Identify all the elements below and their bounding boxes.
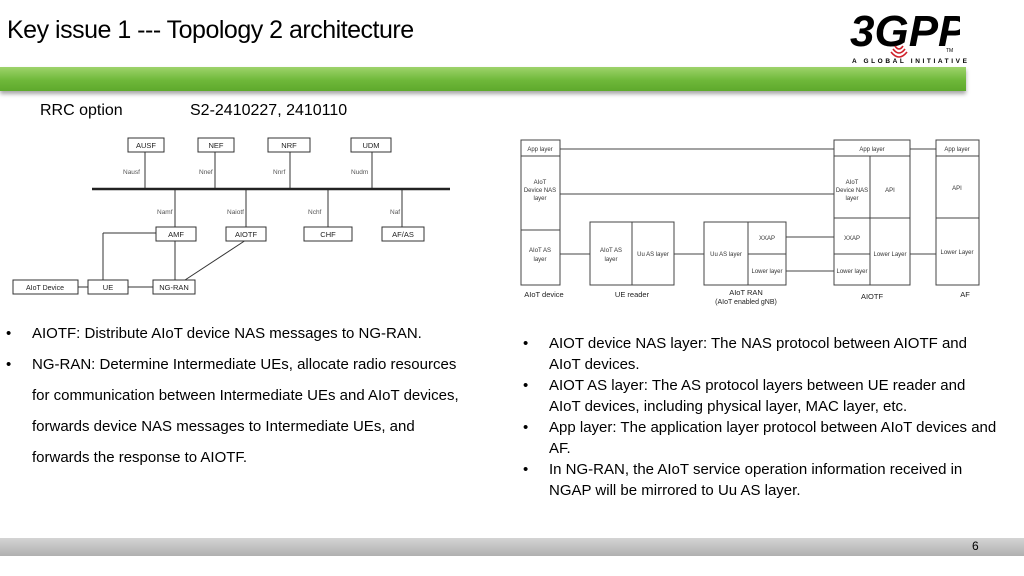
ue-uu-as-layer: Uu AS layer (637, 252, 669, 258)
aiotf-xxap: XXAP (844, 236, 860, 242)
bullet-aiot-as-layer: AIOT AS layer: The AS protocol layers be… (520, 375, 1000, 417)
dev-nas-line1: AIoT (534, 180, 547, 186)
dev-app-layer: App layer (527, 147, 552, 153)
dev-as-line2: layer (533, 257, 546, 263)
aiotf-nas-line3: layer (845, 196, 858, 202)
sbi-naiotf: Naiotf (227, 209, 244, 216)
dev-nas-line3: layer (533, 196, 546, 202)
page-number: 6 (972, 539, 979, 553)
bullet-ng-ran: NG-RAN: Determine Intermediate UEs, allo… (6, 349, 466, 473)
node-aiot-device: AIoT Device (26, 285, 64, 292)
title-accent-bar (0, 67, 966, 91)
bullet-ng-ran-mirroring: In NG-RAN, the AIoT service operation in… (520, 459, 1000, 501)
sbi-nnrf: Nnrf (273, 169, 285, 176)
label-aiotf: AIOTF (861, 292, 884, 301)
aiotf-lower-layer-cap: Lower Layer (873, 252, 906, 258)
logo-tagline: A GLOBAL INITIATIVE (852, 58, 970, 65)
node-ue: UE (103, 283, 113, 292)
ran-uu-as-layer: Uu AS layer (710, 252, 742, 258)
nf-chf: CHF (320, 230, 336, 239)
footer-bar (0, 538, 1024, 556)
aiotf-lower-layer: Lower layer (836, 269, 867, 275)
left-bullet-list: AIOTF: Distribute AIoT device NAS messag… (6, 318, 466, 473)
aiotf-app-layer: App layer (859, 147, 884, 153)
af-api: API (952, 186, 962, 192)
sbi-namf: Namf (157, 209, 173, 216)
3gpp-logo-mark: 3GPP TM (850, 7, 968, 58)
logo-wave-icon (890, 45, 908, 58)
sbi-nchf: Nchf (308, 209, 322, 216)
nf-ausf: AUSF (136, 141, 156, 150)
protocol-stack-diagram: App layer AIoT Device NAS layer AIoT AS … (520, 139, 980, 306)
sbi-nausf: Nausf (123, 169, 140, 176)
node-ng-ran: NG-RAN (159, 283, 189, 292)
sbi-nudm: Nudm (351, 169, 368, 176)
nf-aiotf: AIOTF (235, 230, 258, 239)
logo-tm: TM (946, 48, 953, 54)
label-aiot-device: AIoT device (524, 290, 563, 299)
dev-nas-line2: Device NAS (524, 188, 556, 194)
label-aiot-ran: AIoT RAN (729, 288, 763, 297)
ran-lower-layer: Lower layer (751, 269, 782, 275)
label-af: AF (960, 290, 970, 299)
bullet-aiotf: AIOTF: Distribute AIoT device NAS messag… (6, 318, 466, 349)
bullet-app-layer: App layer: The application layer protoco… (520, 417, 1000, 459)
topology-architecture-diagram: Nausf Nnef Nnrf Nudm Namf Naiotf Nchf Na… (12, 137, 450, 295)
3gpp-logo: 3GPP TM A GLOBAL INITIATIVE (848, 2, 968, 68)
ue-as-line1: AIoT AS (600, 248, 622, 254)
sbi-nnef: Nnef (199, 169, 213, 176)
bullet-device-nas-layer: AIOT device NAS layer: The NAS protocol … (520, 333, 1000, 375)
dev-as-line1: AIoT AS (529, 248, 551, 254)
ue-as-line2: layer (604, 257, 617, 263)
label-ue-reader: UE reader (615, 290, 650, 299)
document-references: S2-2410227, 2410110 (190, 102, 348, 119)
ran-xxap: XXAP (759, 236, 775, 242)
nf-af-as: AF/AS (392, 230, 414, 239)
aiotf-nas-line1: AIoT (846, 180, 859, 186)
right-bullet-list: AIOT device NAS layer: The NAS protocol … (520, 333, 1000, 501)
aiotf-nas-line2: Device NAS (836, 188, 868, 194)
rrc-option-label: RRC option (40, 102, 123, 119)
nf-nef: NEF (209, 141, 224, 150)
af-app-layer: App layer (944, 147, 969, 153)
sbi-naf: Naf (390, 209, 400, 216)
aiotf-api: API (885, 188, 895, 194)
nf-nrf: NRF (281, 141, 297, 150)
nf-udm: UDM (362, 141, 379, 150)
logo-mark-text: 3GPP (850, 7, 960, 56)
slide-title: Key issue 1 --- Topology 2 architecture (7, 16, 414, 44)
af-lower-layer: Lower Layer (940, 250, 973, 256)
label-aiot-ran-sub: (AIoT enabled gNB) (715, 299, 777, 306)
nf-amf: AMF (168, 230, 184, 239)
